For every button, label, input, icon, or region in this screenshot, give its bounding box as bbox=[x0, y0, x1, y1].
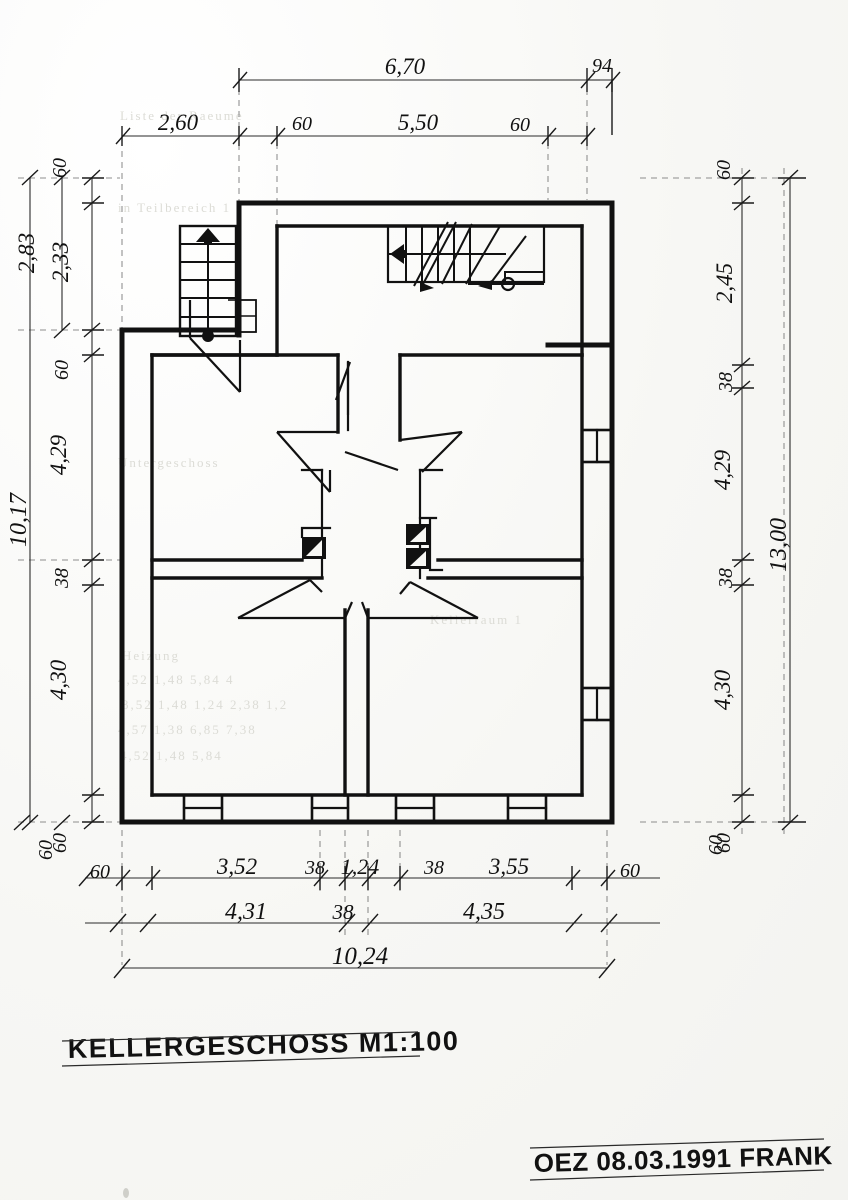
window-bottom-3 bbox=[394, 793, 436, 824]
dim-label-435: 4,35 bbox=[463, 899, 505, 925]
window-bottom-2 bbox=[310, 793, 350, 824]
window-bottom-4 bbox=[506, 793, 548, 824]
bleed-text-6: 3,52 1,48 1,24 2,38 1,2 bbox=[122, 697, 289, 712]
dim-label-38-right-b: 38 bbox=[715, 568, 737, 589]
dim-label-60-left-b: 60 bbox=[51, 360, 73, 380]
corner-dimension-labels: 60 60 bbox=[13, 814, 727, 860]
dim-label-1024: 10,24 bbox=[332, 943, 388, 970]
dim-label-355: 3,55 bbox=[488, 854, 529, 879]
dimension-top-94: 94 bbox=[587, 55, 621, 135]
windows-bottom-wall bbox=[182, 793, 548, 824]
dim-label-670: 6,70 bbox=[385, 54, 426, 79]
door-swings bbox=[188, 300, 479, 620]
signature-text: OEZ 08.03.1991 FRANK bbox=[533, 1140, 833, 1178]
chimney-right-lower bbox=[406, 516, 444, 572]
dim-label-60-bot-a: 60 bbox=[90, 861, 110, 883]
dim-label-60-top-b: 60 bbox=[510, 114, 530, 136]
dim-label-60-corner-rb: 60 bbox=[705, 835, 727, 855]
chimney-left bbox=[300, 526, 332, 559]
bleed-text-4: Heizung bbox=[122, 648, 181, 663]
dim-label-429-right: 4,29 bbox=[710, 449, 735, 490]
dim-label-260: 2,60 bbox=[158, 110, 199, 135]
title-block: KELLERGESCHOSS M1:100 bbox=[61, 1026, 460, 1067]
chimney-symbols bbox=[300, 516, 444, 572]
dim-label-1017: 10,17 bbox=[6, 492, 32, 547]
dimension-top-inner: 2,60 60 5,50 60 bbox=[115, 110, 596, 146]
dimension-bottom-outer: 10,24 bbox=[113, 943, 616, 979]
dim-label-430-left: 4,30 bbox=[46, 659, 71, 700]
dim-label-431: 4,31 bbox=[225, 899, 267, 925]
windows-right-wall bbox=[580, 428, 614, 722]
dim-label-245: 2,45 bbox=[712, 263, 737, 303]
bleed-text-3: Kellerraum 1 bbox=[430, 612, 523, 627]
dim-label-60-left-c: 60 bbox=[49, 833, 71, 853]
bleed-text-8: 4,52 1,48 5,84 bbox=[120, 748, 223, 763]
dim-label-38-bot-a: 38 bbox=[304, 857, 325, 879]
dim-label-233: 2,33 bbox=[48, 242, 73, 282]
dimension-bottom-inner: 60 3,52 38 1,24 38 3,55 60 bbox=[78, 854, 660, 890]
chimney-right-upper bbox=[406, 524, 430, 545]
interior-stair-main[interactable] bbox=[386, 221, 546, 292]
dimension-bottom-mid: 4,31 38 4,35 bbox=[85, 899, 660, 933]
dimension-right-outer: 13,00 bbox=[766, 169, 806, 831]
dimension-left-outer: 10,17 bbox=[6, 169, 39, 831]
dim-label-38-left-a: 38 bbox=[51, 568, 73, 589]
bleed-text-0: Liste der Raeume bbox=[120, 108, 244, 123]
bleed-text-2: Untergeschoss bbox=[118, 455, 220, 470]
window-bottom-1 bbox=[182, 793, 224, 824]
dim-label-60-bot-b: 60 bbox=[620, 860, 640, 882]
dim-label-283: 2,83 bbox=[14, 233, 39, 273]
internal-partitions bbox=[150, 353, 584, 797]
dim-label-1300: 13,00 bbox=[766, 518, 792, 572]
dim-label-60-corner-lb: 60 bbox=[35, 840, 57, 860]
extension-lines bbox=[18, 78, 806, 965]
window-right-1 bbox=[580, 428, 614, 464]
dim-label-430-right: 4,30 bbox=[710, 669, 735, 710]
exterior-stair-left[interactable] bbox=[178, 224, 257, 342]
dim-label-38-bot-b: 38 bbox=[423, 857, 444, 879]
dimension-left-mid-283: 2,83 bbox=[14, 169, 71, 339]
window-right-2 bbox=[580, 686, 614, 722]
dim-label-429-left: 4,29 bbox=[46, 434, 71, 475]
dim-label-124: 1,24 bbox=[341, 854, 380, 879]
dim-label-352: 3,52 bbox=[216, 854, 257, 879]
dim-label-60-top-a: 60 bbox=[292, 113, 312, 135]
dim-label-94: 94 bbox=[592, 55, 612, 77]
dim-label-60-left-a: 60 bbox=[49, 158, 71, 178]
dim-label-550: 5,50 bbox=[398, 110, 439, 135]
signature-block: OEZ 08.03.1991 FRANK bbox=[529, 1138, 833, 1181]
bleed-text-1: in Teilbereich 1 bbox=[118, 200, 232, 215]
dim-label-60-right-a: 60 bbox=[713, 160, 735, 180]
dimension-left-inner: 60 2,33 60 4,29 38 4,30 60 bbox=[46, 158, 104, 853]
bleed-text-5: 4,52 1,48 5,84 4 bbox=[118, 672, 235, 687]
dim-label-60-right-b: 60 bbox=[713, 833, 735, 853]
dimension-right-inner: 60 2,45 38 4,29 38 4,30 60 bbox=[710, 160, 754, 853]
dim-label-38-bot-mid: 38 bbox=[332, 900, 355, 924]
scan-artifact bbox=[123, 1188, 129, 1198]
plan-title: KELLERGESCHOSS M1:100 bbox=[67, 1026, 459, 1064]
dimension-top-outer: 6,70 bbox=[232, 54, 600, 92]
dim-label-38-right-a: 38 bbox=[715, 372, 737, 393]
